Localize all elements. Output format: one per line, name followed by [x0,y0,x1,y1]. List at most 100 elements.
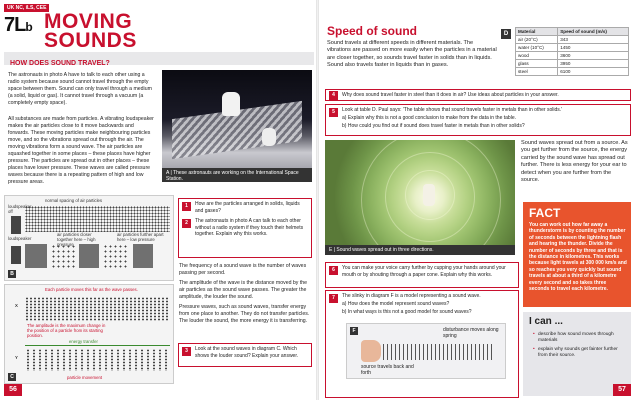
question-number: 6 [329,266,338,275]
table-header: Speed of sound (m/s) [557,27,629,36]
table-row: air (20°C)343 [514,35,629,44]
person-figure [423,184,435,206]
table-cell: 3600 [557,51,629,60]
paragraph-1: The astronauts in photo A have to talk t… [8,72,152,106]
particle-field-even [25,206,170,232]
diagram-f-tag: F [350,327,358,335]
fact-box: FACT You can work out how far away a thu… [523,202,631,307]
paragraphs-3-5: The frequency of a sound wave is the num… [179,263,313,325]
fact-text: You can work out how far away a thunders… [529,222,627,293]
table-cell: wood [514,51,559,60]
table-cell: air (20°C) [514,35,559,44]
question-number: 7 [329,294,338,303]
label-normal-spacing: normal spacing of air particles [45,198,103,203]
slinky-spring [383,344,493,360]
loudspeaker-icon [11,246,21,264]
question-text: How are the particles arranged in solids… [195,201,300,214]
diagram-b: normal spacing of air particles loudspea… [4,195,174,281]
caption-a: A | These astronauts are working on the … [162,168,312,182]
curriculum-tag: UK NC, iLS, CEE [4,4,50,12]
label-y: Y [15,355,18,360]
question-text: You can make your voice carry further by… [342,265,506,278]
particle-field-rarefied [103,244,129,268]
label-energy-transfer: energy transfer [69,339,98,344]
right-page: Speed of sound Sound travels at differen… [319,0,635,400]
table-cell: steel [514,67,559,76]
particle-field-compressed [79,244,99,268]
label-particle-moves: Each particle moves this far as the wave… [45,287,138,292]
i-can-item: describe how sound moves through materia… [533,332,627,344]
question-text: Look at table D. Paul says: 'The table s… [342,107,563,113]
speed-intro: Sound travels at different speeds in dif… [327,40,497,69]
title-line-1: MOVING [44,10,133,33]
question-text: The slinky in diagram F is a model repre… [342,293,481,299]
question-box-7: 7 The slinky in diagram F is a model rep… [325,290,519,398]
page-title: MOVING SOUNDS [44,10,137,52]
fact-title: FACT [529,206,561,220]
page-number-left: 56 [4,384,22,396]
table-cell: glass [514,59,559,68]
label-amplitude: The amplitude is the maximum change in t… [27,323,106,338]
title-line-2: SOUNDS [44,29,137,52]
i-can-item: explain why sounds get fainter further f… [533,347,627,359]
label-further: air particles further apart here – low p… [117,232,164,242]
energy-arrow [25,345,170,346]
i-can-title: I can ... [529,316,563,327]
subheading-bar: HOW DOES SOUND TRAVEL? [4,52,314,67]
table-cell: 343 [557,35,629,44]
table-cell: 1450 [557,43,629,52]
question-number: 1 [182,202,191,211]
diagram-c-tag: C [8,373,16,381]
page-number-right: 57 [613,384,631,396]
photo-astronauts [162,70,312,180]
table-cell: water (10°C) [514,43,559,52]
table-cell: 3950 [557,59,629,68]
paragraph-3: The frequency of a sound wave is the num… [179,263,307,276]
label-disturbance: disturbance moves along spring [443,327,499,339]
table-d-tag: D [501,29,511,39]
question-part-a: a) How does the model represent sound wa… [342,301,450,307]
table-cell: 6100 [557,67,629,76]
left-page: UK NC, iLS, CEE 7Lb MOVING SOUNDS HOW DO… [0,0,316,400]
particle-field-compressed [133,244,153,268]
label-loudspeaker-off: loudspeaker off [8,204,32,214]
question-part-b: b) In what ways is this not a good model… [342,309,472,315]
question-box-4: 4 Why does sound travel faster in steel … [325,89,631,101]
unit-code-main: 7L [4,14,26,36]
particle-wave-y [25,349,170,371]
section-title: Speed of sound [327,24,417,38]
question-text: Look at the sound waves in diagram C. Wh… [195,346,299,359]
question-part-a: a) Explain why this is not a good conclu… [342,115,516,121]
particle-field-compressed [25,244,47,268]
question-number: 3 [182,347,191,356]
page-gutter [316,0,319,400]
subheading: HOW DOES SOUND TRAVEL? [10,60,110,67]
loudspeaker-icon [11,216,21,234]
table-header: Material [514,27,559,36]
question-box-3: 3 Look at the sound waves in diagram C. … [178,343,312,367]
question-box-1-2: 1 How are the particles arranged in soli… [178,198,312,258]
unit-code: 7Lb [4,14,40,40]
question-box-6: 6 You can make your voice carry further … [325,262,519,288]
diagram-b-tag: B [8,270,16,278]
question-box-5: 5 Look at table D. Paul says: 'The table… [325,104,631,136]
question-number: 5 [329,108,338,117]
question-text: The astronauts in photo A can talk to ea… [195,218,304,237]
label-source: source travels back and forth [361,364,414,376]
label-closer: air particles closer together here – hig… [57,232,96,247]
label-particle-movement: particle movement [67,375,103,380]
label-loudspeaker: loudspeaker [8,236,32,241]
astronaut-figure [222,92,240,116]
diagram-c: Each particle moves this far as the wave… [4,284,174,384]
i-can-box: I can ... describe how sound moves throu… [523,312,631,396]
particle-wave-x [25,297,170,321]
question-number: 4 [329,91,338,100]
hand-icon [361,340,381,362]
paragraph-4: The amplitude of the wave is the distanc… [179,280,308,300]
i-can-list: describe how sound moves through materia… [533,332,627,362]
table-row: water (10°C)1450 [514,43,629,52]
